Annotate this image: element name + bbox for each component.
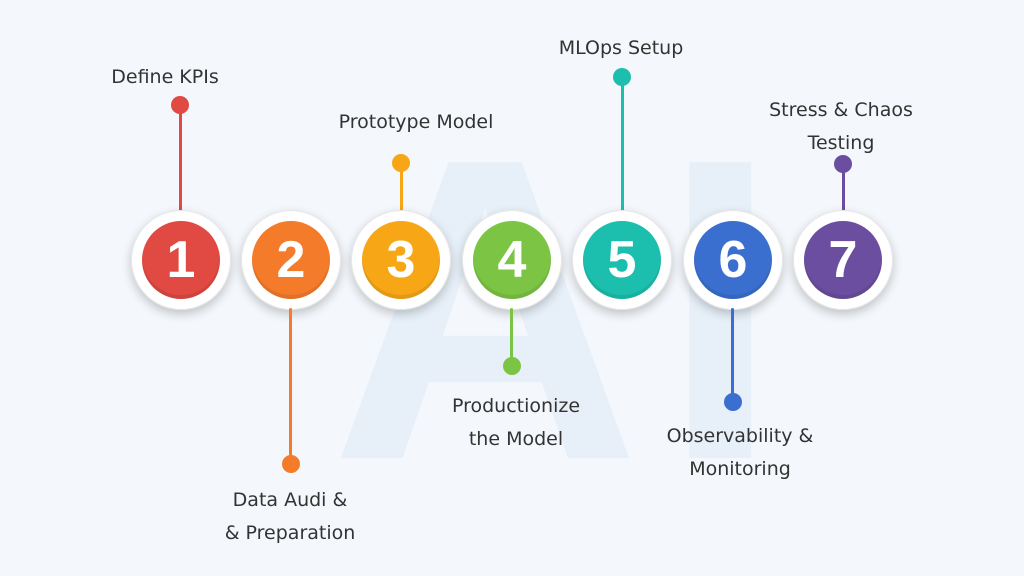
step-4-label-line2: the Model	[468, 428, 564, 450]
step-7-label-line2: Testing	[807, 132, 875, 154]
step-3-number: 3	[362, 221, 440, 299]
step-1-label-line1: Define KPIs	[111, 66, 219, 88]
step-6-label-line2: Monitoring	[689, 458, 791, 480]
step-1-stem	[179, 112, 182, 212]
step-6-label: Observability & Monitoring	[630, 420, 850, 486]
step-3-label-line1: Prototype Model	[338, 111, 494, 133]
step-6-disc[interactable]: 6	[683, 210, 783, 310]
step-7-number: 7	[804, 221, 882, 299]
step-1-number: 1	[142, 221, 220, 299]
step-4-label-line1: Productionize	[451, 395, 581, 417]
step-4-label: Productionize the Model	[406, 390, 626, 456]
step-5-number: 5	[583, 221, 661, 299]
step-4-number: 4	[473, 221, 551, 299]
step-2-label-line2: & Preparation	[224, 522, 356, 544]
step-4-disc[interactable]: 4	[462, 210, 562, 310]
step-2-label-line1: Data Audi &	[232, 489, 348, 511]
step-7-label-line1: Stress & Chaos	[769, 99, 913, 121]
step-2-label: Data Audi & & Preparation	[180, 484, 400, 550]
step-7-stem	[842, 171, 845, 212]
step-1-disc[interactable]: 1	[131, 210, 231, 310]
step-3-label: Prototype Model	[306, 106, 526, 139]
step-2-dot	[282, 455, 300, 473]
step-3-disc[interactable]: 3	[351, 210, 451, 310]
step-6-label-line1: Observability &	[666, 425, 814, 447]
step-7-disc[interactable]: 7	[793, 210, 893, 310]
step-5-label-line1: MLOps Setup	[558, 37, 684, 59]
step-1-label: Define KPIs	[55, 61, 275, 94]
step-7-label: Stress & Chaos Testing	[731, 94, 951, 160]
step-2-number: 2	[252, 221, 330, 299]
step-5-disc[interactable]: 5	[572, 210, 672, 310]
step-1-dot	[171, 96, 189, 114]
step-2-stem	[289, 308, 292, 458]
step-5-label: MLOps Setup	[511, 32, 731, 65]
step-6-number: 6	[694, 221, 772, 299]
step-2-disc[interactable]: 2	[241, 210, 341, 310]
